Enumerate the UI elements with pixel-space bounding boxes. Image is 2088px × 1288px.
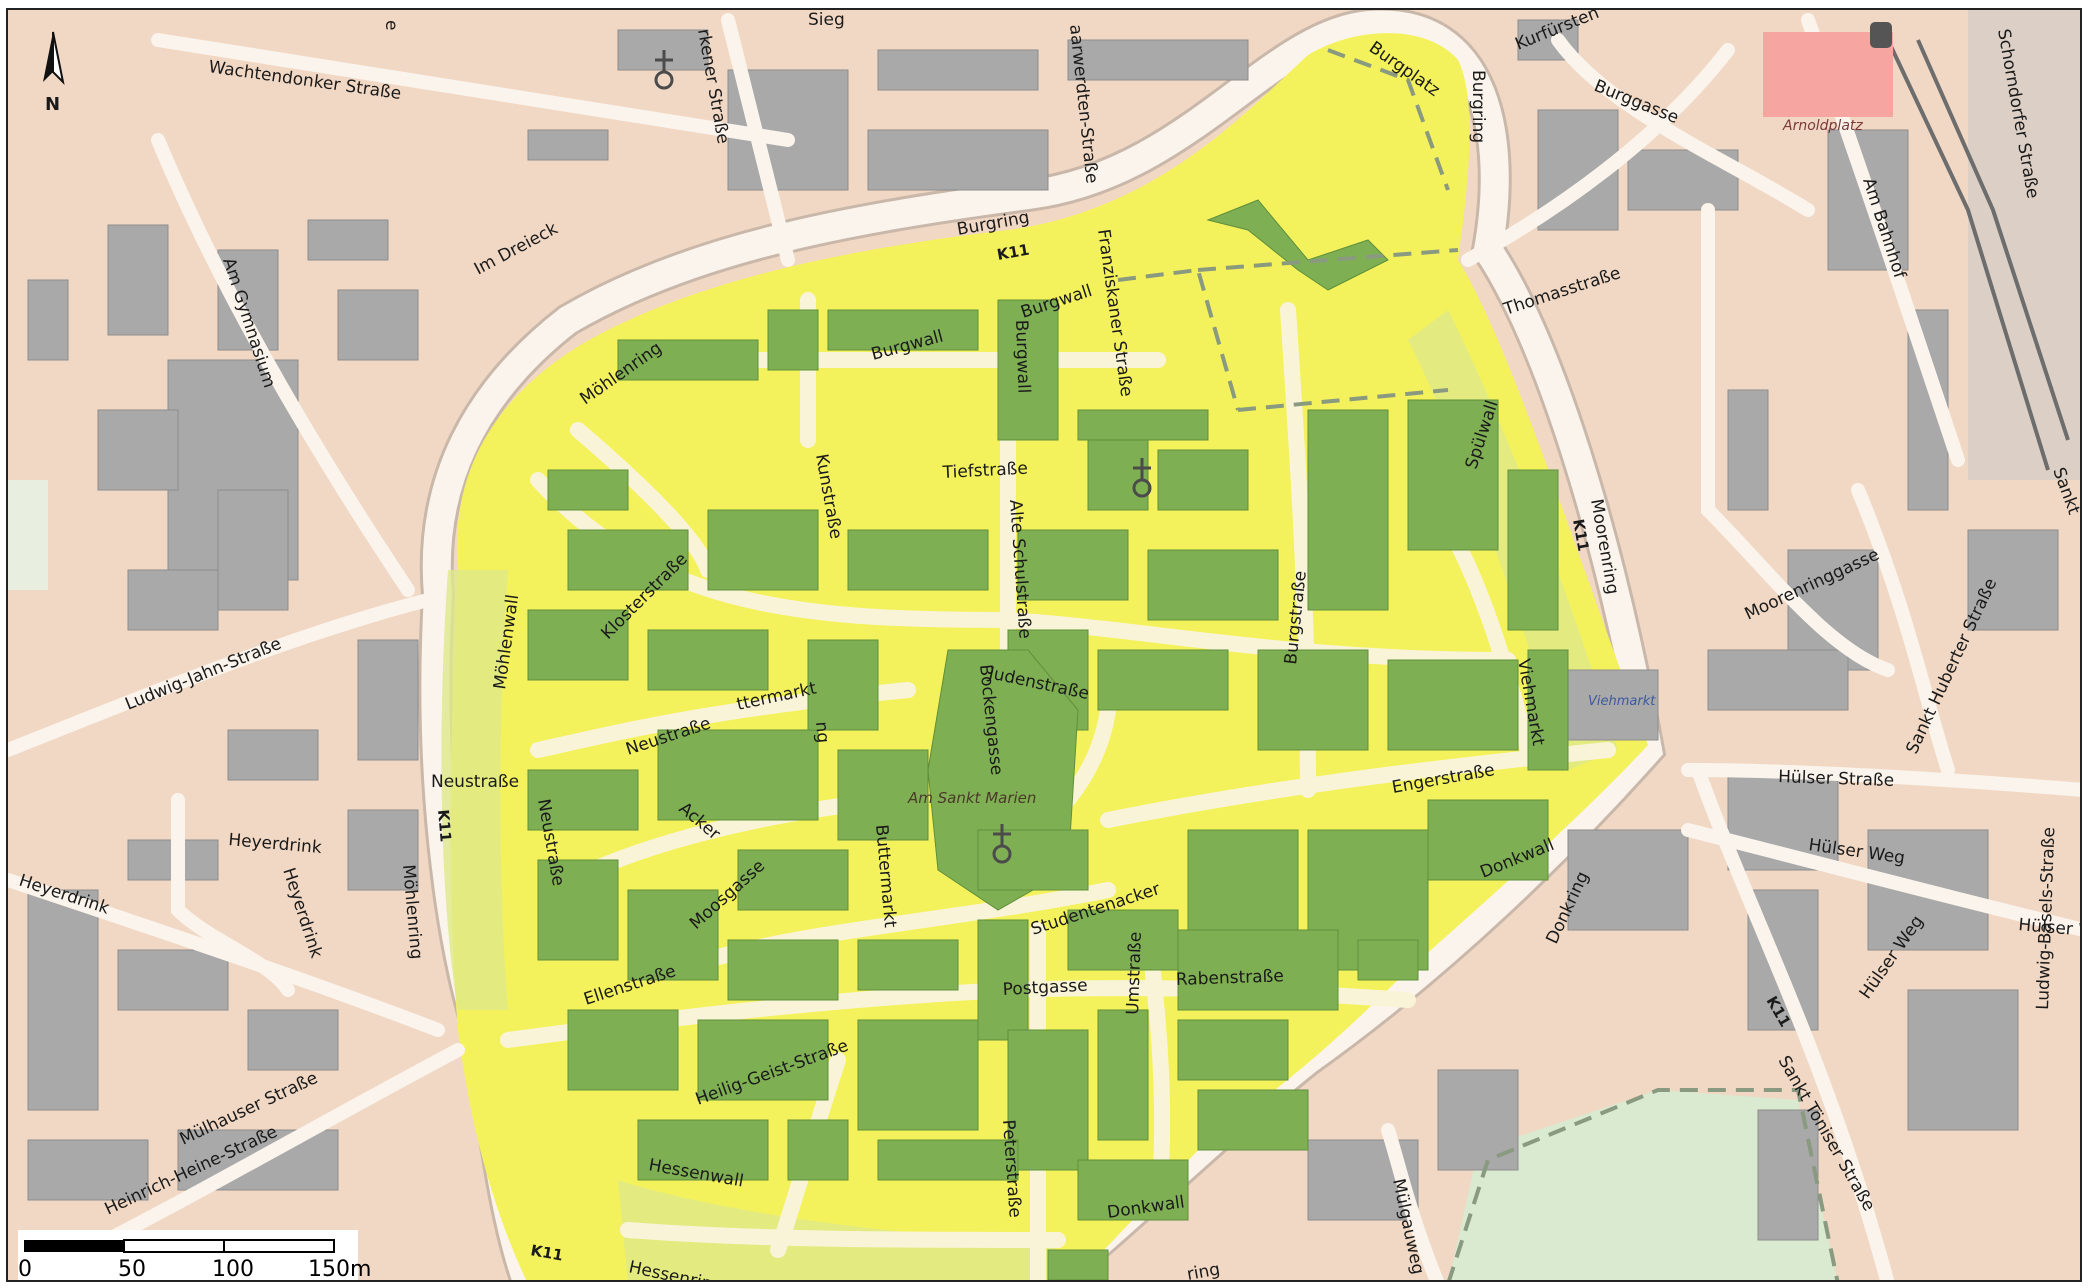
north-arrow: N bbox=[43, 31, 65, 115]
north-arrow-icon bbox=[43, 32, 53, 82]
green-area-west bbox=[8, 480, 48, 590]
scale-segment-2 bbox=[123, 1239, 225, 1253]
street-label-am-sankt-marien: Am Sankt Marien bbox=[907, 789, 1036, 807]
church-icon[interactable] bbox=[654, 50, 674, 90]
buildings-outside bbox=[27, 19, 2059, 1241]
outside-roads bbox=[8, 13, 2080, 1280]
scale-label-50: 50 bbox=[118, 1257, 146, 1282]
church-icon[interactable] bbox=[992, 824, 1012, 864]
street-label-k11-2: K11 bbox=[1569, 518, 1592, 553]
street-label-burgwall-2: Burgwall bbox=[1011, 319, 1034, 393]
buildings-old-town bbox=[527, 199, 1569, 1280]
street-label-postgasse: Postgasse bbox=[1002, 976, 1088, 1000]
scale-segment-1 bbox=[24, 1240, 124, 1252]
scale-bar: 0 50 100 150m bbox=[18, 1230, 371, 1282]
scale-label-150m: 150m bbox=[308, 1257, 371, 1282]
railway bbox=[1886, 39, 2070, 471]
street-label-e-top: e bbox=[381, 20, 401, 30]
scale-segment-3 bbox=[223, 1239, 335, 1253]
church-icon[interactable] bbox=[1132, 458, 1152, 498]
street-label-siel: Sieg bbox=[808, 10, 845, 30]
street-label-rabenstrasse: Rabenstraße bbox=[1175, 966, 1284, 990]
street-label-burgring-ne: Burgring bbox=[1468, 70, 1488, 143]
protected-boundary bbox=[1117, 48, 1840, 1280]
scale-label-100: 100 bbox=[212, 1257, 254, 1282]
street-label-arnoldplatz: Arnoldplatz bbox=[1782, 118, 1863, 134]
street-label-k11-4: K11 bbox=[434, 809, 455, 843]
station-icon[interactable] bbox=[1870, 22, 1892, 48]
street-label-viehmarkt-blue: Viehmarkt bbox=[1588, 694, 1656, 709]
north-label: N bbox=[45, 94, 60, 115]
street-label-ring-bottom: ring bbox=[1185, 1259, 1221, 1282]
street-label-huelser-strasse: Hülser Straße bbox=[1778, 767, 1895, 791]
map-canvas[interactable]: N Wachtendonker StraßeBurgringBurgringBu… bbox=[8, 10, 2082, 1282]
rail-area bbox=[1968, 10, 2080, 480]
scale-label-0: 0 bbox=[18, 1257, 32, 1282]
street-label-tiefstrasse: Tiefstraße bbox=[941, 459, 1028, 483]
street-label-neustrasse-2: Neustraße bbox=[431, 772, 519, 792]
street-label-k11-5: K11 bbox=[529, 1241, 564, 1264]
street-label-k11-1: K11 bbox=[996, 241, 1031, 264]
street-label-umstrasse: Umstraße bbox=[1123, 931, 1146, 1015]
scale-bar-background bbox=[18, 1230, 358, 1280]
street-label-ng: ng bbox=[811, 721, 833, 744]
green-area-southeast bbox=[1448, 1090, 1838, 1280]
